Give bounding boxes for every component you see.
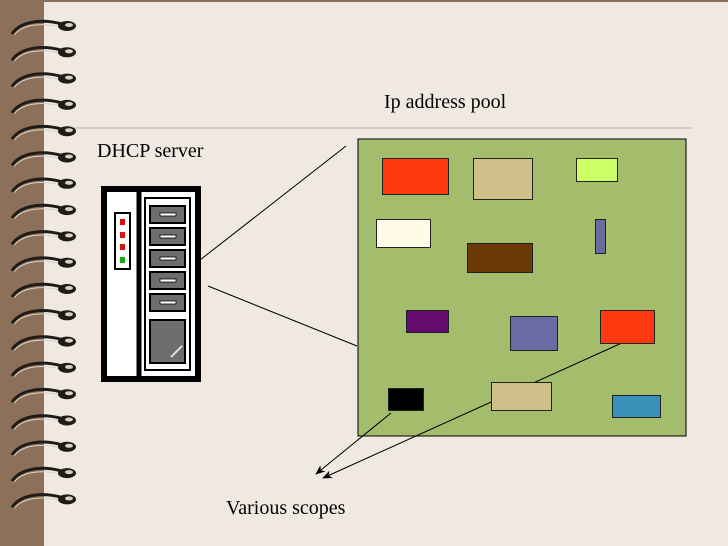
spiral-ring-icon [10, 230, 76, 246]
scope-cream [376, 219, 431, 248]
arrow-from-black-scope [315, 412, 392, 475]
spiral-ring-icon [10, 177, 76, 194]
led-red-icon [120, 219, 125, 225]
spiral-ring-icon [10, 309, 76, 325]
scope-tan [473, 158, 533, 200]
scope-black [388, 388, 424, 411]
pool-label: Ip address pool [384, 91, 507, 113]
drive-handle-icon [159, 300, 177, 305]
scopes-label: Various scopes [226, 497, 346, 519]
spiral-ring-icon [10, 98, 76, 115]
drive-handle-icon [159, 278, 177, 283]
scope-purple [406, 310, 449, 333]
scope-teal [612, 395, 661, 418]
spiral-ring-icon [10, 151, 76, 167]
spiral-ring-icon [10, 361, 76, 378]
drive-handle-icon [159, 234, 177, 239]
led-red-icon [120, 244, 125, 250]
scope-khaki [491, 382, 552, 411]
dhcp-server-icon [101, 186, 201, 382]
spiral-ring-icon [10, 335, 76, 351]
connector-line-top [199, 145, 347, 261]
led-green-icon [120, 257, 125, 263]
scope-red [600, 310, 655, 344]
scope-brown [467, 243, 533, 273]
spiral-binding [10, 19, 76, 509]
scope-lime [576, 158, 618, 182]
spiral-ring-icon [10, 493, 76, 509]
scope-orange-red [382, 158, 449, 195]
scope-slate-blue [595, 219, 606, 254]
spiral-ring-icon [10, 256, 76, 273]
connector-line-bottom [207, 285, 358, 347]
spiral-ring-icon [10, 466, 76, 483]
drive-bays [149, 205, 186, 312]
led-red-icon [120, 232, 125, 238]
drive-handle-icon [159, 212, 177, 217]
spiral-ring-icon [10, 46, 76, 62]
spiral-ring-icon [10, 414, 76, 430]
spiral-ring-icon [10, 388, 76, 404]
arrow-from-red-scope [322, 341, 625, 479]
spiral-ring-icon [10, 125, 76, 141]
spiral-ring-icon [10, 203, 76, 220]
spiral-ring-icon [10, 19, 76, 36]
spiral-ring-icon [10, 440, 76, 457]
spiral-ring-icon [10, 282, 76, 299]
server-label: DHCP server [97, 140, 204, 162]
drive-handle-icon [159, 256, 177, 261]
spiral-ring-icon [10, 72, 76, 88]
scope-blue-gray [510, 316, 558, 351]
